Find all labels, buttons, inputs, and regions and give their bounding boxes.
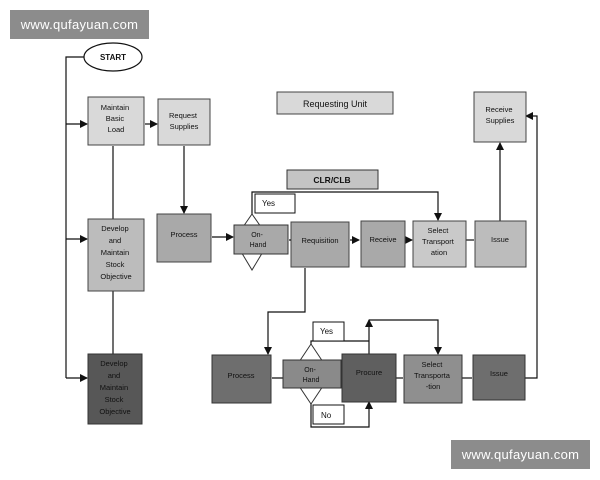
request-label-2: Supplies bbox=[170, 122, 199, 131]
develop2-label-5: Objective bbox=[99, 407, 130, 416]
receive-label: Receive bbox=[369, 235, 396, 244]
svg-text:Request Supplies: Request Supplies bbox=[169, 111, 199, 131]
maintain-label-1: Maintain bbox=[101, 103, 129, 112]
connector-yes-select2 bbox=[369, 319, 442, 355]
develop2-label-3: Maintain bbox=[100, 383, 128, 392]
develop1-label-3: Maintain bbox=[101, 248, 129, 257]
watermark-top: www.qufayuan.com bbox=[10, 10, 149, 39]
issue-box-1: Issue bbox=[474, 220, 527, 268]
yes-top-box: Yes bbox=[254, 193, 296, 214]
select2-label-2: Transporta bbox=[414, 371, 451, 380]
process-box-2: Process bbox=[211, 354, 272, 404]
clr-clb-label: CLR/CLB bbox=[313, 175, 350, 185]
svg-text:Develop and Mainta: Develop and Maintain Stock Objective bbox=[100, 224, 131, 281]
select2-label-3: -tion bbox=[426, 382, 441, 391]
process1-label: Process bbox=[170, 230, 197, 239]
procure-box: Procure bbox=[341, 353, 397, 403]
requisition-box: Requisition bbox=[290, 221, 350, 268]
maintain-basic-load-box: Maintain Basic Load bbox=[87, 96, 145, 146]
yes-top-label: Yes bbox=[262, 199, 275, 208]
start-label: START bbox=[100, 53, 126, 62]
connector-start-rail bbox=[65, 56, 84, 378]
request-label-1: Request bbox=[169, 111, 198, 120]
develop-maintain-box-2: Develop and Maintain Stock Objective bbox=[87, 353, 143, 425]
connector-yes-top bbox=[251, 191, 442, 221]
onhand2-label-1: On- bbox=[304, 367, 316, 374]
request-supplies-box: Request Supplies bbox=[157, 98, 211, 146]
svg-text:Maintain Basic Loa: Maintain Basic Load bbox=[101, 103, 131, 134]
select-transportation-box-1: Select Transport ation bbox=[412, 220, 467, 268]
select-transportation-box-2: Select Transporta -tion bbox=[403, 354, 463, 404]
requesting-unit-label: Requesting Unit bbox=[303, 99, 368, 109]
select1-label-1: Select bbox=[428, 226, 450, 235]
svg-text:On- Hand: On- Hand bbox=[250, 232, 267, 249]
connector-issue2-receive-supplies bbox=[525, 112, 538, 379]
develop1-label-4: Stock bbox=[106, 260, 125, 269]
connectors bbox=[65, 56, 538, 428]
issue-box-2: Issue bbox=[472, 354, 526, 401]
requesting-unit-box: Requesting Unit bbox=[276, 91, 394, 115]
start-node: START bbox=[83, 42, 143, 72]
process-box-1: Process bbox=[156, 213, 212, 263]
maintain-label-2: Basic bbox=[106, 114, 125, 123]
connector-requisition-process2 bbox=[264, 268, 306, 355]
receive-supplies-box: Receive Supplies bbox=[473, 91, 527, 143]
yes-bottom-box: Yes bbox=[312, 321, 345, 342]
develop-maintain-box-1: Develop and Maintain Stock Objective bbox=[87, 218, 145, 292]
process2-label: Process bbox=[227, 371, 254, 380]
select1-label-2: Transport bbox=[422, 237, 455, 246]
develop2-label-4: Stock bbox=[105, 395, 124, 404]
svg-text:On- Hand: On- Hand bbox=[303, 367, 320, 384]
no-label: No bbox=[321, 411, 332, 420]
receive-supplies-label-1: Receive bbox=[485, 105, 512, 114]
develop1-label-5: Objective bbox=[100, 272, 131, 281]
maintain-label-3: Load bbox=[108, 125, 125, 134]
yes-bottom-label: Yes bbox=[320, 327, 333, 336]
procure-label: Procure bbox=[356, 368, 382, 377]
svg-text:Select Transporta: Select Transporta -tion bbox=[414, 360, 452, 391]
issue1-label: Issue bbox=[491, 235, 509, 244]
onhand1-label-1: On- bbox=[251, 232, 263, 239]
on-hand-decision-1: On- Hand bbox=[233, 213, 289, 271]
svg-text:Select Transport a: Select Transport ation bbox=[422, 226, 456, 257]
on-hand-decision-2: On- Hand bbox=[282, 343, 342, 405]
issue2-label: Issue bbox=[490, 369, 508, 378]
receive-box: Receive bbox=[360, 220, 406, 268]
select2-label-1: Select bbox=[422, 360, 444, 369]
receive-supplies-label-2: Supplies bbox=[486, 116, 515, 125]
requisition-label: Requisition bbox=[301, 236, 338, 245]
watermark-bottom: www.qufayuan.com bbox=[451, 440, 590, 469]
svg-text:Receive Supplies: Receive Supplies bbox=[485, 105, 514, 125]
onhand1-label-2: Hand bbox=[250, 242, 267, 249]
clr-clb-box: CLR/CLB bbox=[286, 169, 379, 190]
develop2-label-1: Develop bbox=[100, 359, 128, 368]
develop1-label-1: Develop bbox=[101, 224, 129, 233]
onhand2-label-2: Hand bbox=[303, 377, 320, 384]
develop2-label-2: and bbox=[108, 371, 121, 380]
connector-no bbox=[310, 396, 373, 428]
select1-label-3: ation bbox=[431, 248, 447, 257]
develop1-label-2: and bbox=[109, 236, 122, 245]
svg-text:Develop and Mainta: Develop and Maintain Stock Objective bbox=[99, 359, 130, 416]
no-box: No bbox=[312, 404, 345, 425]
